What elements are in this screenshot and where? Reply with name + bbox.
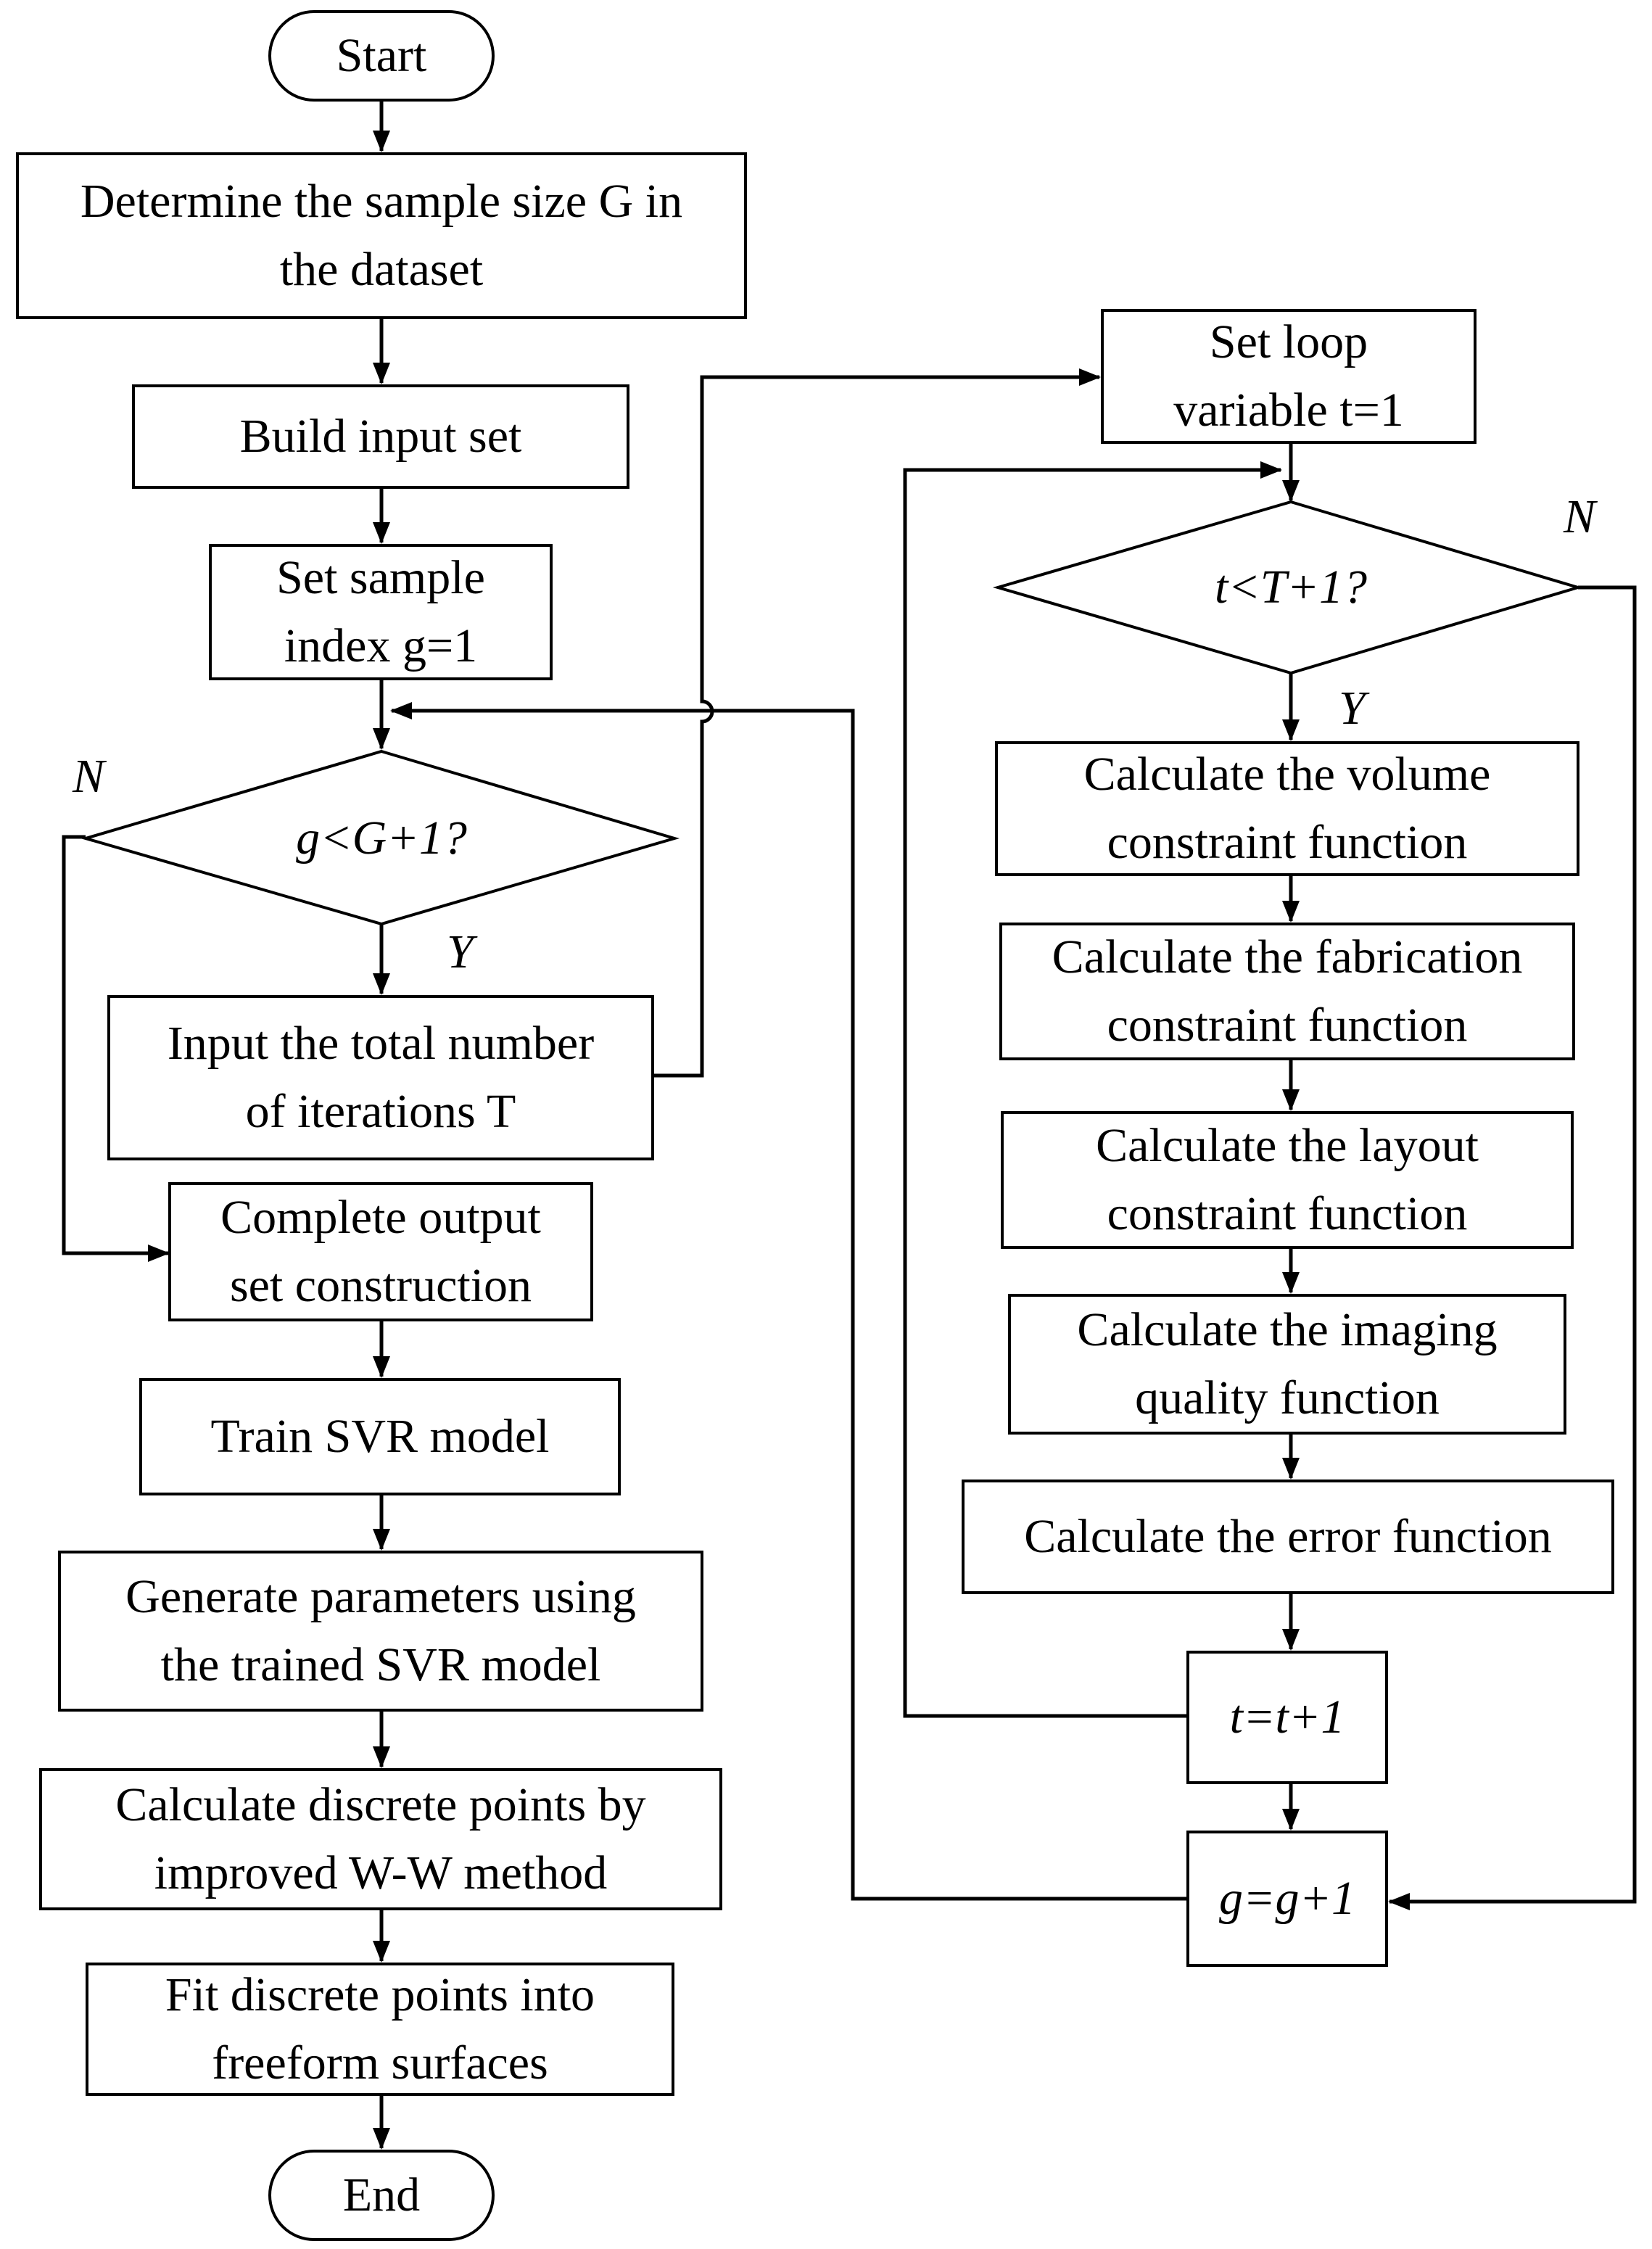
end-terminal: End: [268, 2150, 495, 2241]
decision-g-label: g<G+1?: [296, 812, 467, 864]
decision-g-no-label: N: [73, 750, 105, 803]
layout-constraint-box: Calculate the layout constraint function: [1001, 1111, 1574, 1249]
train-label: Train SVR model: [210, 1410, 550, 1463]
fit-line-1: Fit discrete points into: [165, 1968, 595, 2021]
set-sample-index-box: Set sample index g=1: [209, 544, 553, 680]
input-total-line-1: Input the total number: [167, 1017, 595, 1070]
layout-line-2: constraint function: [1107, 1187, 1468, 1240]
build-label: Build input set: [239, 410, 522, 463]
fabrication-line-2: constraint function: [1107, 999, 1468, 1052]
set-loop-line-1: Set loop: [1209, 315, 1368, 368]
imaging-line-2: quality function: [1135, 1371, 1440, 1424]
generate-line-1: Generate parameters using: [125, 1570, 636, 1623]
arrow-tincr-loopback: [903, 461, 1282, 1718]
decision-diamond-t: [992, 500, 1584, 675]
generate-parameters-box: Generate parameters using the trained SV…: [58, 1551, 703, 1712]
arrow-decision-g-no: [62, 835, 170, 1262]
input-total-iterations-box: Input the total number of iterations T: [107, 995, 654, 1160]
complete-line-2: set construction: [229, 1259, 532, 1312]
determine-sample-size-box: Determine the sample size G in the datas…: [16, 152, 747, 319]
volume-line-2: constraint function: [1107, 816, 1468, 869]
set-loop-line-2: variable t=1: [1173, 384, 1404, 437]
g-increment-box: g=g+1: [1186, 1831, 1388, 1967]
fit-freeform-box: Fit discrete points into freeform surfac…: [86, 1963, 674, 2096]
fabrication-line-1: Calculate the fabrication: [1052, 930, 1523, 983]
set-loop-variable-box: Set loop variable t=1: [1101, 309, 1477, 444]
build-input-set-box: Build input set: [132, 384, 629, 489]
decision-g-yes-label: Y: [447, 925, 474, 978]
arrow-gincr-to-merge: [390, 702, 1186, 1901]
fit-line-2: freeform surfaces: [212, 2037, 548, 2089]
error-function-box: Calculate the error function: [962, 1480, 1614, 1594]
decision-t-yes-label: Y: [1339, 682, 1366, 735]
g-increment-label: g=g+1: [1218, 1872, 1356, 1925]
t-increment-box: t=t+1: [1186, 1651, 1388, 1784]
decision-diamond-g: [80, 749, 680, 926]
determine-line-2: the dataset: [279, 243, 484, 296]
calc-discrete-line-2: improved W-W method: [154, 1846, 608, 1899]
complete-line-1: Complete output: [220, 1191, 541, 1244]
calculate-discrete-points-box: Calculate discrete points by improved W-…: [39, 1768, 722, 1910]
generate-line-2: the trained SVR model: [160, 1638, 601, 1691]
t-increment-label: t=t+1: [1229, 1691, 1345, 1744]
complete-output-set-box: Complete output set construction: [168, 1182, 593, 1321]
volume-constraint-box: Calculate the volume constraint function: [995, 741, 1579, 876]
error-label: Calculate the error function: [1024, 1510, 1552, 1563]
layout-line-1: Calculate the layout: [1096, 1119, 1479, 1172]
calc-discrete-line-1: Calculate discrete points by: [115, 1778, 646, 1831]
fabrication-constraint-box: Calculate the fabrication constraint fun…: [999, 923, 1575, 1060]
train-svr-box: Train SVR model: [139, 1378, 621, 1495]
imaging-line-1: Calculate the imaging: [1077, 1303, 1498, 1356]
volume-line-1: Calculate the volume: [1083, 748, 1491, 801]
end-label: End: [342, 2168, 421, 2221]
start-terminal: Start: [268, 10, 495, 102]
arrow-decision-t-no: [1388, 585, 1637, 1910]
input-total-line-2: of iterations T: [245, 1085, 516, 1138]
set-index-line-1: Set sample: [276, 551, 485, 604]
decision-t-no-label: N: [1564, 490, 1596, 543]
imaging-quality-box: Calculate the imaging quality function: [1008, 1294, 1566, 1435]
start-label: Start: [336, 29, 427, 82]
determine-line-1: Determine the sample size G in: [80, 175, 683, 228]
set-index-line-2: index g=1: [284, 619, 478, 672]
decision-t-label: t<T+1?: [1214, 561, 1368, 614]
